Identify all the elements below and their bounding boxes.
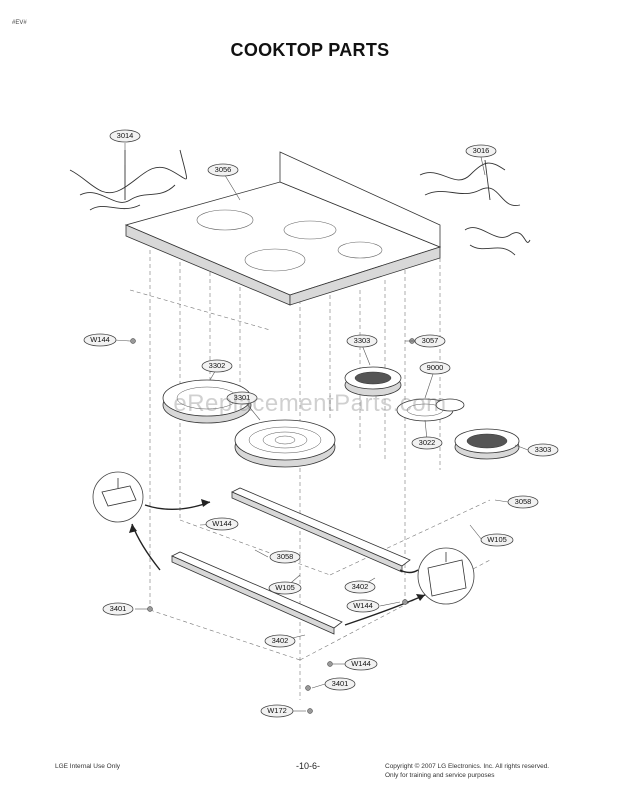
- copyright-line-2: Only for training and service purposes: [385, 772, 495, 779]
- callout-3401-left: 3401: [102, 602, 134, 616]
- callout-9000: 9000: [419, 361, 451, 375]
- svg-text:3303: 3303: [354, 336, 371, 345]
- callout-3402-lower: 3402: [264, 634, 296, 648]
- callout-3303-right: 3303: [527, 443, 559, 457]
- corner-mark: #EV#: [12, 20, 27, 26]
- callout-W144-mid: W144: [205, 517, 239, 531]
- callout-3057: 3057: [414, 334, 446, 348]
- radiant-element-3303-top: [344, 366, 402, 397]
- bracket-3402-upper: [231, 487, 411, 573]
- callout-3058-mid: 3058: [269, 550, 301, 564]
- svg-text:W144: W144: [351, 659, 371, 668]
- svg-text:3402: 3402: [352, 582, 369, 591]
- detail-view-right: [417, 547, 475, 605]
- svg-text:3302: 3302: [209, 361, 226, 370]
- cooktop-glass: [124, 151, 442, 306]
- callout-W144-lower: W144: [346, 599, 380, 613]
- callout-3014: 3014: [109, 129, 141, 143]
- svg-text:3058: 3058: [277, 552, 294, 561]
- svg-text:3058: 3058: [515, 497, 532, 506]
- svg-text:3016: 3016: [473, 146, 490, 155]
- radiant-element-3303-right: [454, 428, 520, 460]
- callout-3303-top: 3303: [346, 334, 378, 348]
- svg-text:9000: 9000: [427, 363, 444, 372]
- assembly-guide-lines: [129, 250, 491, 700]
- callout-3401-bottom: 3401: [324, 677, 356, 691]
- radiant-element-3301: [234, 419, 336, 468]
- page-number: -10-6-: [296, 761, 321, 771]
- svg-text:W105: W105: [275, 583, 295, 592]
- svg-text:W105: W105: [487, 535, 507, 544]
- svg-text:3056: 3056: [215, 165, 232, 174]
- callout-3301: 3301: [226, 391, 258, 405]
- callout-3016: 3016: [465, 144, 497, 158]
- svg-text:W144: W144: [212, 519, 232, 528]
- callout-3056-top: 3056: [207, 163, 239, 177]
- svg-text:W172: W172: [267, 706, 287, 715]
- copyright-line-1: Copyright © 2007 LG Electronics. Inc. Al…: [385, 763, 550, 770]
- callout-W144-bottom: W144: [344, 657, 378, 671]
- bridge-element-9000: [396, 398, 465, 422]
- svg-text:3057: 3057: [422, 336, 439, 345]
- callout-W105-mid: W105: [268, 581, 302, 595]
- wire-harness-right: [419, 159, 531, 256]
- callout-W105-right: W105: [480, 533, 514, 547]
- svg-text:3022: 3022: [419, 438, 436, 447]
- callout-3302: 3302: [201, 359, 233, 373]
- footer-internal-use: LGE Internal Use Only: [55, 763, 121, 770]
- svg-text:3402: 3402: [272, 636, 289, 645]
- footer-copyright: Copyright © 2007 LG Electronics. Inc. Al…: [385, 762, 549, 780]
- page-title: COOKTOP PARTS: [230, 40, 390, 60]
- svg-text:3301: 3301: [234, 393, 251, 402]
- callout-W144-left: W144: [83, 333, 117, 347]
- svg-text:W144: W144: [90, 335, 110, 344]
- callout-W172: W172: [260, 704, 294, 718]
- svg-text:3303: 3303: [535, 445, 552, 454]
- detail-view-left: [92, 471, 144, 523]
- callout-3402-upper: 3402: [344, 580, 376, 594]
- svg-text:3014: 3014: [117, 131, 134, 140]
- bracket-3402-lower: [171, 551, 343, 635]
- watermark: eReplacementParts.com: [173, 390, 447, 417]
- callout-3022: 3022: [411, 436, 443, 450]
- svg-text:3401: 3401: [110, 604, 127, 613]
- detail-arrows: [129, 499, 426, 626]
- wire-harness-left: [69, 149, 187, 211]
- svg-text:3401: 3401: [332, 679, 349, 688]
- callout-3056-right: 3058: [507, 495, 539, 509]
- svg-text:W144: W144: [353, 601, 373, 610]
